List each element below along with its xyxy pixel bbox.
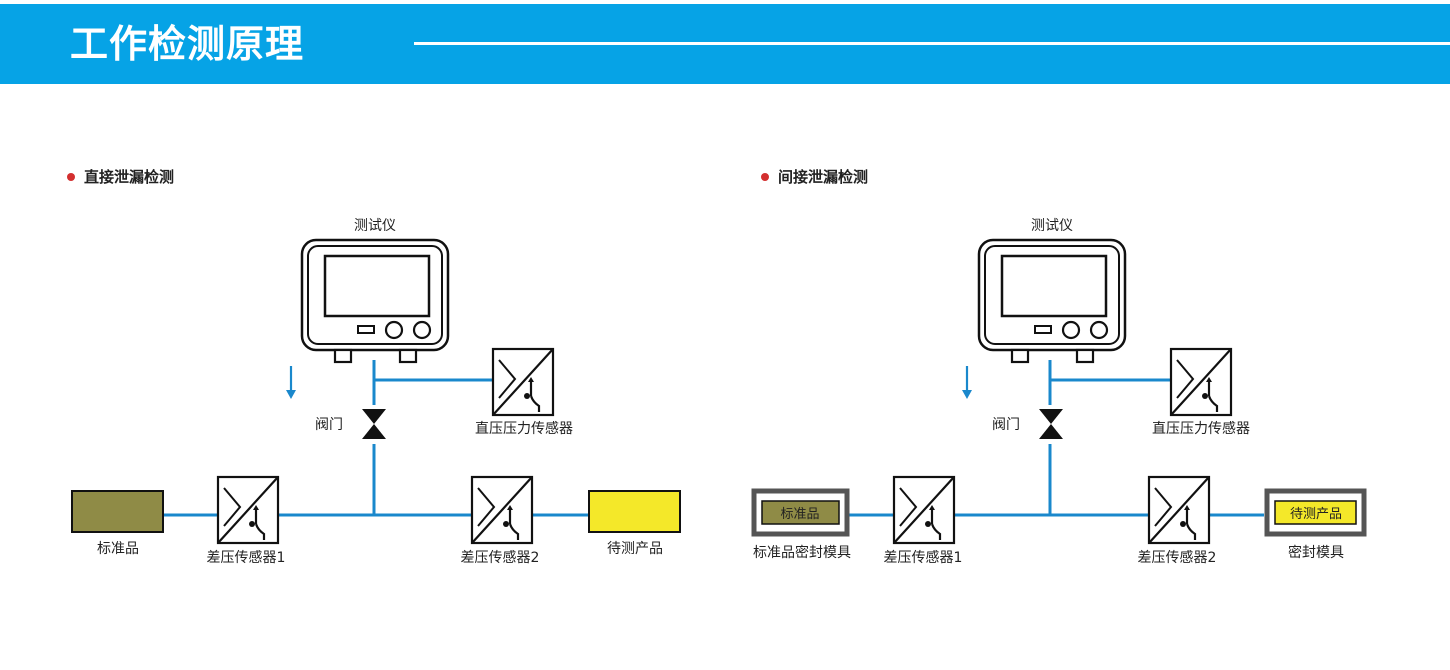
section-title-indirect: 间接泄漏检测 (778, 168, 868, 186)
diff-sensor-2-label: 差压传感器2 (461, 549, 540, 566)
valve-icon (362, 409, 386, 439)
direct-pressure-sensor-label: 直压压力传感器 (1152, 420, 1250, 437)
test-product-block (1274, 500, 1357, 525)
header-divider (414, 42, 1450, 45)
standard-part-label: 标准品 (97, 541, 139, 557)
diff-sensor-1-icon (216, 475, 280, 545)
test-product-label: 待测产品 (607, 541, 663, 557)
test-product-inner-label: 待测产品 (1290, 507, 1342, 522)
tester-icon (300, 238, 450, 364)
diff-sensor-2-label: 差压传感器2 (1138, 549, 1217, 566)
diff-sensor-1-label: 差压传感器1 (884, 549, 963, 566)
product-fixture-label: 密封模具 (1288, 544, 1344, 561)
tester-icon (977, 238, 1127, 364)
valve-icon (1039, 409, 1063, 439)
diff-sensor-1-label: 差压传感器1 (207, 549, 286, 566)
page-title: 工作检测原理 (70, 22, 305, 66)
standard-fixture-label: 标准品密封模具 (753, 544, 851, 561)
valve-label: 阀门 (315, 417, 343, 433)
diff-sensor-2-icon (1147, 475, 1211, 545)
standard-part-inner-label: 标准品 (780, 507, 819, 522)
flow-arrow-icon (960, 364, 974, 401)
direct-pressure-sensor-icon (1169, 347, 1233, 417)
valve-label: 阀门 (992, 417, 1020, 433)
header-bar: 工作检测原理 (0, 4, 1450, 84)
standard-part-block (71, 490, 164, 533)
direct-pressure-sensor-icon (491, 347, 555, 417)
direct-leak-section: 直接泄漏检测 测试仪 阀门 直压压力传感器 差压传感器1 差压传感器2 标准品 … (67, 168, 681, 566)
direct-pressure-sensor-label: 直压压力传感器 (475, 420, 573, 437)
diff-sensor-1-icon (892, 475, 956, 545)
section-bullet-icon (67, 173, 75, 181)
tester-label: 测试仪 (354, 218, 396, 234)
test-product-block (588, 490, 681, 533)
diff-sensor-2-icon (470, 475, 534, 545)
standard-part-block (761, 500, 840, 525)
indirect-leak-section: 间接泄漏检测 测试仪 阀门 直压压力传感器 差压传感器1 差压传感器2 标准品 … (751, 168, 1367, 566)
section-bullet-icon (761, 173, 769, 181)
section-title-direct: 直接泄漏检测 (84, 168, 174, 186)
flow-arrow-icon (284, 364, 298, 401)
tester-label: 测试仪 (1031, 218, 1073, 234)
